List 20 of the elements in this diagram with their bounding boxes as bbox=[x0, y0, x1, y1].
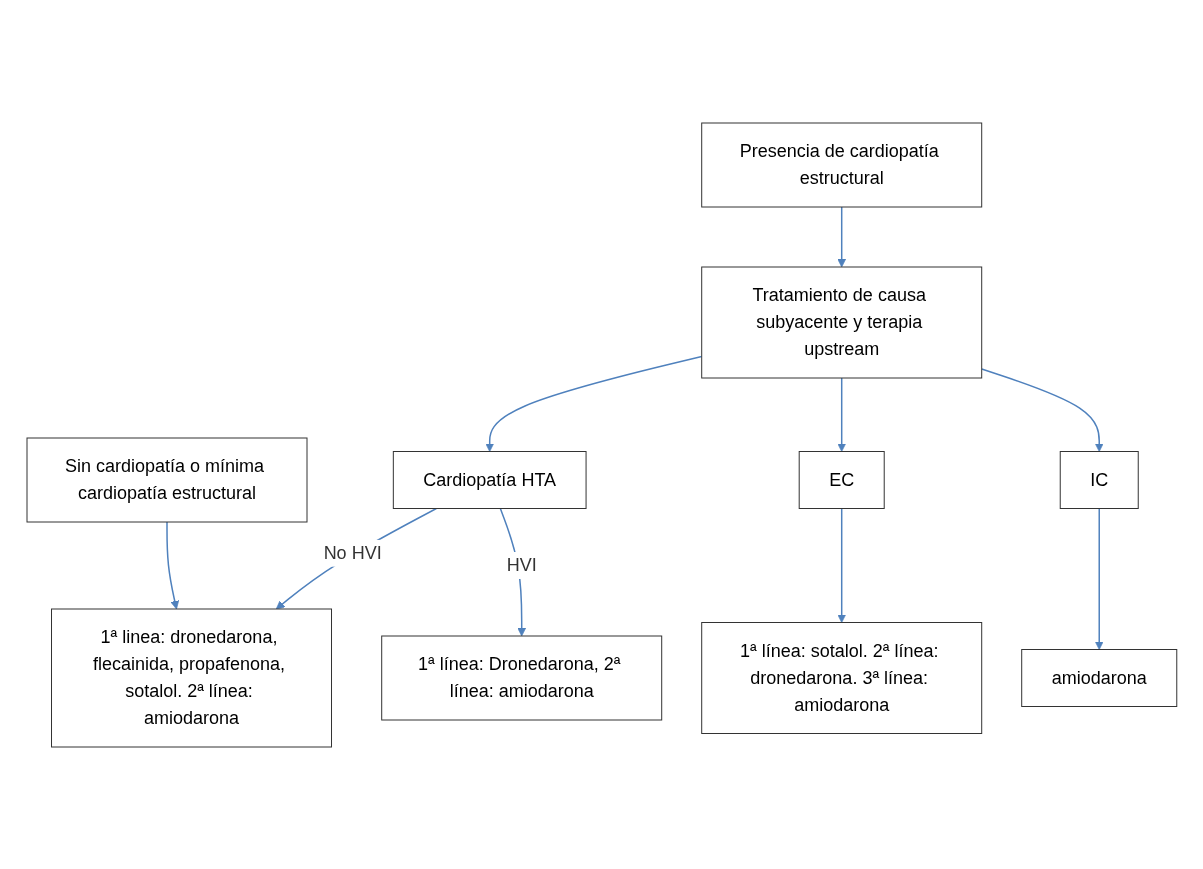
node-box: 1ª linea: dronedarona, flecainida, propafenona, sotalol. 2ª línea: amiodarona bbox=[50, 608, 332, 747]
node-box: Tratamiento de causa subyacente y terapia upstream bbox=[700, 266, 982, 378]
node-box: 1ª línea: sotalol. 2ª línea: dronedarona. 3ª línea: amiodarona bbox=[700, 621, 982, 734]
arrow bbox=[275, 507, 437, 609]
edge-label: No HVI bbox=[323, 542, 382, 563]
edge-label: HVI bbox=[506, 554, 537, 575]
node-box: 1ª línea: Dronedarona, 2ª línea: amiodarona bbox=[380, 635, 662, 720]
node-box: amiodarona bbox=[1020, 648, 1177, 707]
node-box: Sin cardiopatía o mínima cardiopatía estructural bbox=[26, 437, 308, 522]
node-box: IC bbox=[1059, 450, 1139, 509]
node-box: Presencia de cardiopatía estructural bbox=[700, 122, 982, 207]
node-box: EC bbox=[798, 450, 885, 509]
arrow bbox=[836, 205, 846, 267]
node-box: Cardiopatía HTA bbox=[392, 450, 587, 509]
arrow bbox=[165, 520, 179, 609]
arrow bbox=[836, 507, 846, 623]
arrow bbox=[836, 376, 846, 452]
arrow bbox=[980, 367, 1104, 452]
arrow bbox=[484, 355, 703, 452]
arrow bbox=[1094, 507, 1104, 650]
